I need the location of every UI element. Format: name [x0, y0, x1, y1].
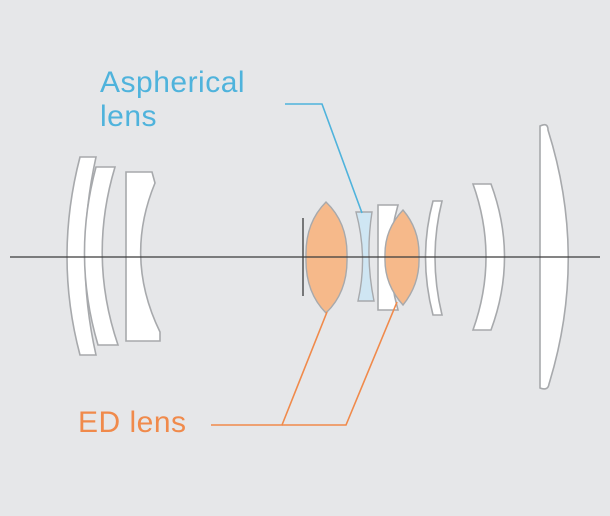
ed-leader-line-1 [211, 311, 328, 426]
lens-element-2 [83, 166, 120, 346]
aspherical-lens-label: Aspherical lens [100, 66, 245, 134]
ed-lens-label: ED lens [78, 406, 187, 440]
ed-leader-line-2 [282, 301, 398, 426]
lens-element-8 [424, 200, 444, 316]
lens-element-3 [125, 171, 161, 342]
aspherical-label-line-2: lens [100, 100, 158, 133]
ed-label-text: ED lens [78, 406, 187, 439]
aspherical-label-line-1: Aspherical [100, 66, 246, 99]
aspherical-leader-line [285, 103, 363, 214]
